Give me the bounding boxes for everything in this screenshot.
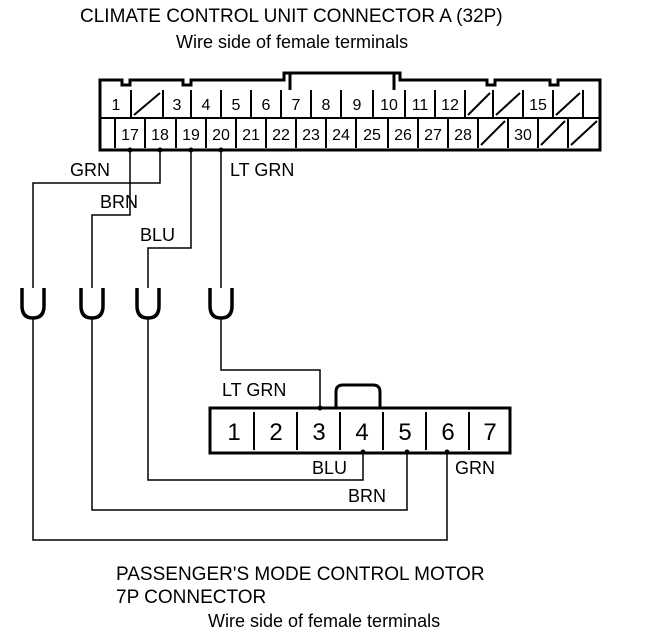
wires [32, 150, 448, 541]
top-pin-30: 30 [514, 127, 532, 144]
wire-blu-upper [147, 150, 192, 288]
top-pin-20: 20 [212, 127, 230, 144]
top-connector-outline [98, 71, 602, 152]
top-pin-9: 9 [353, 97, 362, 114]
top-pin-27: 27 [424, 127, 442, 144]
wire-blu-lower [147, 318, 364, 481]
bottom-connector [208, 383, 512, 455]
top-pin-21: 21 [242, 127, 260, 144]
wire-brn-upper [91, 150, 131, 288]
top-connector-title: CLIMATE CONTROL UNIT CONNECTOR A (32P) [80, 6, 503, 27]
wire-grn-lower [32, 318, 448, 541]
wire-label-blu-bottom: BLU [312, 458, 348, 478]
wire-label-grn-bottom: GRN [455, 458, 495, 478]
top-pin-18: 18 [151, 127, 169, 144]
bottom-connector-title-line1: PASSENGER'S MODE CONTROL MOTOR [116, 564, 485, 585]
top-pin-1: 1 [112, 97, 121, 114]
bottom-pin-7: 7 [483, 419, 496, 446]
top-pin-4: 4 [202, 97, 211, 114]
bottom-pin-4: 4 [355, 419, 368, 446]
top-pin-15: 15 [529, 97, 547, 114]
inline-connector-brn-icon [79, 288, 105, 320]
top-pin-3: 3 [173, 97, 182, 114]
wire-label-ltgrn-bottom: LT GRN [222, 380, 287, 400]
top-pin-28: 28 [454, 127, 472, 144]
top-pin-8: 8 [322, 97, 331, 114]
top-pin-22: 22 [272, 127, 290, 144]
top-pin-10: 10 [380, 97, 398, 114]
wire-label-brn-bottom: BRN [348, 486, 387, 506]
wire-brn-lower [91, 318, 408, 511]
wire-ltgrn-lower [220, 318, 321, 408]
top-pin-6: 6 [262, 97, 271, 114]
bottom-connector-title-line2: 7P CONNECTOR [116, 587, 267, 608]
wire-label-ltgrn-top: LT GRN [230, 160, 295, 180]
inline-connector-grn-icon [20, 288, 46, 320]
top-pin-25: 25 [363, 127, 381, 144]
bottom-connector-latch [334, 383, 382, 408]
top-pin-7: 7 [292, 97, 301, 114]
top-connector [98, 71, 602, 152]
bottom-pin-3: 3 [312, 419, 325, 446]
top-pin-23: 23 [302, 127, 320, 144]
wire-label-blu-top: BLU [140, 225, 176, 245]
wire-label-grn-top: GRN [70, 160, 110, 180]
top-connector-subtitle: Wire side of female terminals [176, 32, 409, 52]
wire-grn-upper [32, 150, 161, 288]
top-pin-12: 12 [441, 97, 459, 114]
bottom-pin-2: 2 [269, 419, 282, 446]
top-pin-19: 19 [182, 127, 200, 144]
bottom-pin-5: 5 [398, 419, 411, 446]
wire-label-brn-top: BRN [100, 192, 139, 212]
top-pin-26: 26 [394, 127, 412, 144]
top-pin-5: 5 [232, 97, 241, 114]
top-pin-11: 11 [412, 97, 429, 114]
top-pin-17: 17 [121, 127, 139, 144]
bottom-pin-1: 1 [227, 419, 240, 446]
top-pin-24: 24 [332, 127, 350, 144]
bottom-connector-outline [208, 406, 512, 455]
inline-connector-ltgrn-icon [208, 288, 234, 320]
bottom-connector-subtitle: Wire side of female terminals [208, 611, 441, 631]
bottom-pin-6: 6 [441, 419, 454, 446]
inline-connector-blu-icon [135, 288, 161, 320]
